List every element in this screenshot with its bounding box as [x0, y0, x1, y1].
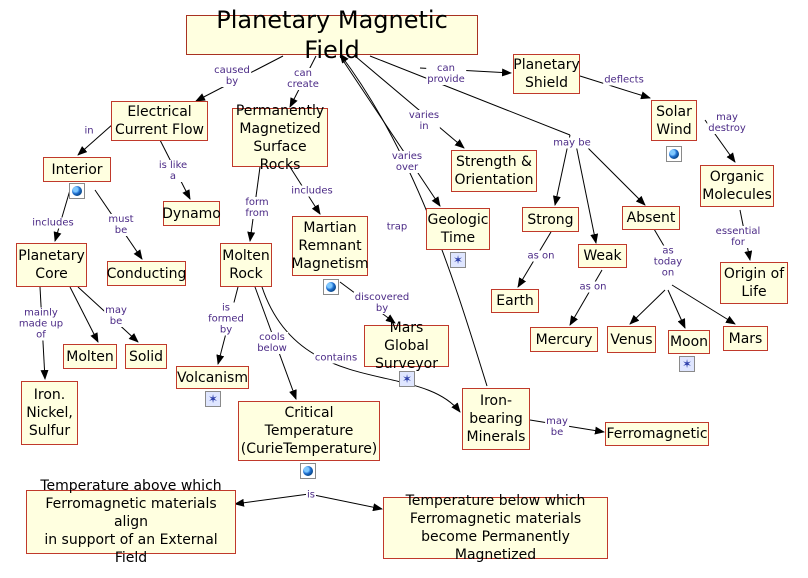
- link-as-on-weak: [569, 269, 603, 326]
- node-conducting[interactable]: Conducting: [107, 261, 186, 286]
- globe-icon[interactable]: [323, 279, 339, 295]
- link-may-be-molten: [69, 286, 99, 343]
- node-temp-above[interactable]: Temperature above which Ferromagnetic ma…: [26, 478, 236, 566]
- link-label-form-from: form from: [244, 197, 270, 219]
- node-dynamo[interactable]: Dynamo: [162, 201, 221, 226]
- link-varies-over: [339, 55, 441, 207]
- node-molten[interactable]: Molten: [63, 344, 117, 369]
- node-interior[interactable]: Interior: [43, 157, 111, 182]
- globe-icon[interactable]: [666, 146, 682, 162]
- link-as-today-moon: [667, 289, 686, 329]
- link-label-discovered-by: discovered by: [353, 292, 411, 314]
- link-label-varies-in: varies in: [407, 110, 441, 132]
- link-varies-in: [354, 55, 465, 149]
- node-ferromagnetic[interactable]: Ferromagnetic: [605, 422, 709, 446]
- node-mars-global-surveyor[interactable]: Mars Global Surveyor: [364, 320, 449, 372]
- link-label-is-formed-by: is formed by: [207, 302, 245, 336]
- link-label-trap: trap: [385, 221, 409, 233]
- node-organic-molecules[interactable]: Organic Molecules: [700, 165, 774, 207]
- node-weak[interactable]: Weak: [578, 244, 627, 268]
- node-absent[interactable]: Absent: [622, 206, 680, 230]
- link-label-contains: contains: [313, 352, 359, 364]
- link-label-as-today-on: as today on: [652, 245, 684, 279]
- link-includes-core: [53, 189, 71, 242]
- concept-map-star-icon[interactable]: ✶: [450, 252, 466, 268]
- link-label-essential-for: essential for: [714, 226, 762, 248]
- concept-map-star-icon[interactable]: ✶: [399, 371, 415, 387]
- link-label-as-on-strong: as on: [526, 250, 556, 262]
- node-origin-of-life[interactable]: Origin of Life: [720, 262, 788, 304]
- link-label-is: is: [306, 489, 316, 501]
- link-label-can-create: can create: [286, 68, 320, 90]
- node-venus[interactable]: Venus: [607, 326, 656, 353]
- node-mars[interactable]: Mars: [723, 326, 768, 351]
- link-label-may-be-core: may be: [104, 305, 128, 327]
- globe-icon[interactable]: [69, 183, 85, 199]
- link-label-must-be: must be: [107, 214, 135, 236]
- node-solar-wind[interactable]: Solar Wind: [651, 100, 697, 141]
- link-label-as-on-weak: as on: [578, 281, 608, 293]
- link-label-varies-over: varies over: [390, 151, 424, 173]
- node-earth[interactable]: Earth: [491, 289, 539, 313]
- node-critical-temperature[interactable]: Critical Temperature (CurieTemperature): [238, 401, 380, 461]
- link-label-deflects: deflects: [603, 74, 645, 86]
- link-label-may-be-field: may be: [552, 137, 592, 149]
- link-in: [77, 123, 114, 156]
- node-iron-nickel-sulfur[interactable]: Iron. Nickel, Sulfur: [21, 381, 78, 445]
- concept-map-star-icon[interactable]: ✶: [205, 391, 221, 407]
- link-is-above: [234, 493, 310, 507]
- node-electrical-current-flow[interactable]: Electrical Current Flow: [111, 101, 208, 141]
- node-planetary-shield[interactable]: Planetary Shield: [513, 54, 580, 94]
- link-label-may-destroy: may destroy: [707, 112, 747, 134]
- node-title[interactable]: Planetary Magnetic Field: [186, 6, 478, 64]
- link-may-be-absent: [579, 139, 646, 206]
- node-solid[interactable]: Solid: [125, 344, 167, 369]
- link-label-includes-rocks: includes: [290, 185, 334, 197]
- link-label-in: in: [83, 125, 95, 137]
- link-label-can-provide: can provide: [426, 63, 466, 85]
- link-deflects: [579, 75, 651, 100]
- node-planetary-core[interactable]: Planetary Core: [16, 243, 87, 287]
- node-moon[interactable]: Moon: [668, 330, 710, 354]
- link-label-may-be-minerals: may be: [545, 416, 569, 438]
- link-label-is-like-a: is like a: [157, 160, 189, 182]
- node-mercury[interactable]: Mercury: [530, 327, 598, 352]
- link-as-today-venus: [629, 289, 666, 325]
- node-strength-orientation[interactable]: Strength & Orientation: [451, 150, 537, 192]
- link-may-be-field: [369, 55, 571, 136]
- node-temp-below[interactable]: Temperature below which Ferromagnetic ma…: [383, 493, 608, 563]
- node-martian-remnant[interactable]: Martian Remnant Magnetism: [291, 216, 369, 276]
- link-as-today-mars: [671, 284, 736, 325]
- node-iron-bearing-minerals[interactable]: Iron- bearing Minerals: [462, 388, 530, 450]
- link-label-cools-below: cools below: [256, 332, 288, 354]
- concept-map-star-icon[interactable]: ✶: [679, 356, 695, 372]
- link-is-below: [308, 493, 383, 512]
- node-molten-rock[interactable]: Molten Rock: [220, 243, 272, 287]
- link-may-be-weak: [574, 139, 599, 244]
- node-volcanism[interactable]: Volcanism: [176, 366, 249, 389]
- link-label-caused-by: caused by: [213, 65, 251, 87]
- node-geologic-time[interactable]: Geologic Time: [426, 208, 490, 250]
- link-contains: [261, 286, 461, 413]
- link-label-mainly-made-up-of: mainly made up of: [17, 307, 65, 341]
- link-label-includes-interior: includes: [31, 217, 75, 229]
- node-strong[interactable]: Strong: [522, 207, 579, 232]
- link-absent-to-label: [653, 228, 665, 247]
- node-perm-surface-rocks[interactable]: Permanently Magnetized Surface Rocks: [232, 103, 328, 173]
- globe-icon[interactable]: [300, 463, 316, 479]
